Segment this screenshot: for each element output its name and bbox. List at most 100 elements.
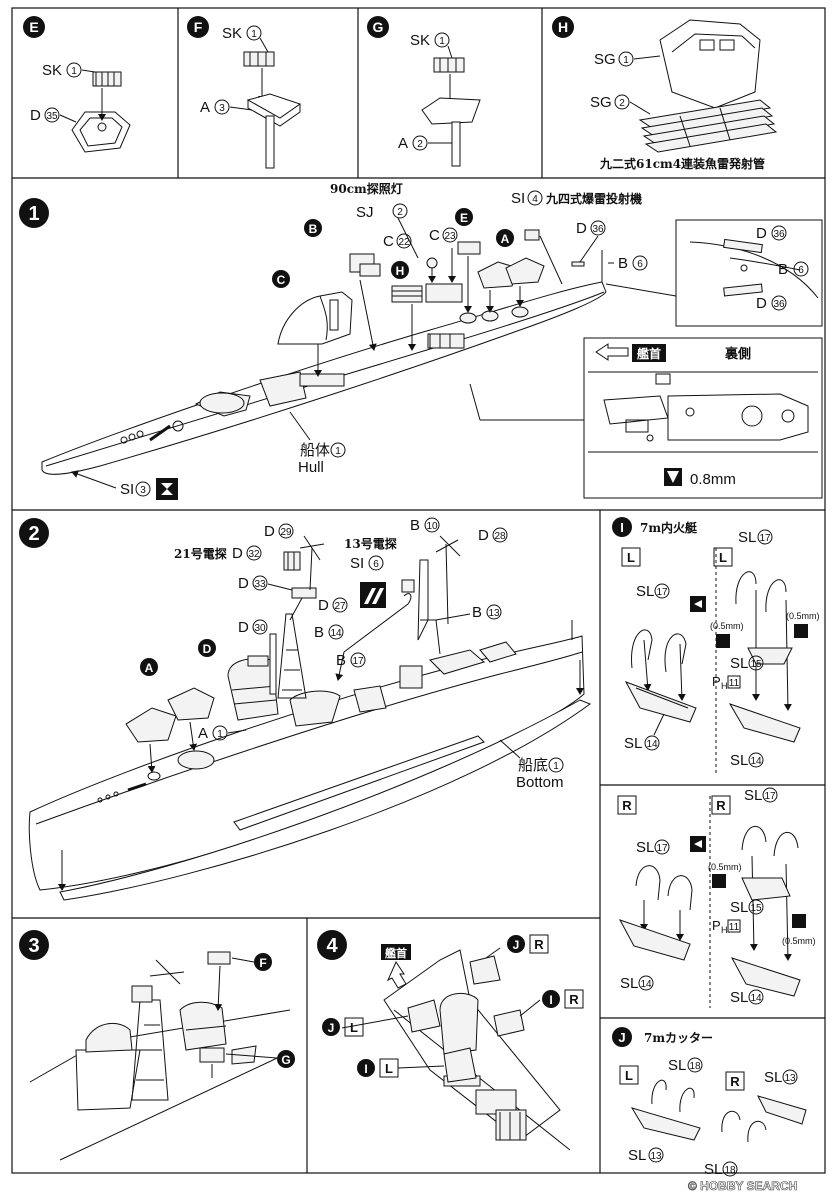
- part-label-d: D: [576, 220, 587, 237]
- boat-i-r: [493, 1009, 525, 1037]
- part-label-sl: SL: [636, 839, 654, 856]
- part-label-sl: SL: [636, 583, 654, 600]
- step-badge-1: [19, 198, 49, 228]
- boat-hull: [730, 957, 801, 997]
- detail-number-d-top: 36: [773, 229, 785, 240]
- callout-b: B: [309, 222, 318, 236]
- part-number-sl18: 18: [724, 1165, 736, 1176]
- part-number-sk: 1: [439, 36, 445, 47]
- part-number-c22: 22: [398, 237, 410, 248]
- callout-f: F: [259, 956, 266, 970]
- part-number-sl17: 17: [759, 533, 771, 544]
- part-label-d: D: [238, 619, 249, 636]
- step-number-3: 3: [28, 935, 39, 957]
- radar-21: [283, 551, 301, 571]
- boat-cover: [747, 647, 793, 665]
- drill-size: 0.8mm: [690, 471, 736, 488]
- tripod-mast: [131, 999, 169, 1101]
- platform-part: [421, 97, 481, 125]
- radar-13-icon: [360, 582, 386, 608]
- bow-label: 艦首: [637, 346, 661, 361]
- part-label-b: B: [314, 624, 324, 641]
- depth-charge-launcher: [524, 229, 540, 241]
- tag-l: L: [719, 550, 727, 565]
- step-badge-2: [19, 518, 49, 548]
- part-label-b: B: [410, 517, 420, 534]
- searchlight-label: 90cm探照灯: [330, 181, 403, 196]
- boat-j-title: 7mカッター: [644, 1031, 713, 1045]
- part-number-sg1: 1: [623, 55, 629, 66]
- part-number-b10: 10: [426, 521, 438, 532]
- watermark: © HOBBY SEARCH: [688, 1179, 797, 1193]
- sk-part: [243, 51, 275, 67]
- part-number-si4: 4: [532, 194, 538, 205]
- tripod-mast: [277, 613, 307, 699]
- part-label-sl: SL: [730, 989, 748, 1006]
- part-label-sl: SL: [730, 752, 748, 769]
- callout-i: I: [549, 993, 552, 1007]
- letter-e: E: [29, 19, 38, 35]
- part-number-d30: 30: [254, 623, 266, 634]
- part-number-sk: 1: [251, 29, 257, 40]
- callout-e: E: [460, 211, 468, 225]
- part-number-b14: 14: [330, 628, 342, 639]
- panel-h: H SG 1 SG 2 九二式61cm4連装魚雷発射管: [552, 16, 778, 171]
- boat-cover: [741, 877, 791, 901]
- callout-j: J: [513, 938, 520, 952]
- part-label-sl: SL: [628, 1147, 646, 1164]
- part-label-si: SI: [120, 481, 134, 498]
- panel-g: G SK 1 A 2: [367, 16, 481, 167]
- part-number-sl15: 15: [750, 903, 762, 914]
- torpedo-caption: 九二式61cm4連装魚雷発射管: [599, 156, 765, 171]
- hull-label-jp: 船体: [300, 442, 330, 459]
- ph-number: 11: [729, 678, 740, 689]
- hull-bottom: [59, 699, 592, 901]
- depth-charge-label: 九四式爆雷投射機: [545, 191, 642, 206]
- panel-e: E SK 1 D 35: [23, 16, 131, 153]
- tag-l: L: [350, 1020, 358, 1035]
- part-number-a1: 1: [217, 729, 223, 740]
- part-number-b6: 6: [637, 259, 643, 270]
- letter-f: F: [194, 19, 203, 35]
- letter-h: H: [558, 19, 568, 35]
- part-number-d28: 28: [494, 531, 506, 542]
- part-number-d29: 29: [280, 527, 292, 538]
- cutter-hull: [630, 1107, 701, 1141]
- boat-i-l: [443, 1047, 477, 1083]
- step-1: 1: [19, 181, 823, 500]
- tag-l: L: [625, 1068, 633, 1083]
- part-label-sl: SL: [730, 655, 748, 672]
- callout-a: A: [501, 232, 510, 246]
- callout-d: D: [203, 642, 212, 656]
- torpedo-tubes: [638, 99, 778, 153]
- sk-part: [92, 71, 122, 87]
- callout-j: J: [328, 1021, 335, 1035]
- part-number-sl18: 18: [689, 1061, 701, 1072]
- bottom-label-en: Bottom: [516, 774, 564, 791]
- callout-g: G: [281, 1053, 290, 1067]
- cutter-hull: [757, 1095, 807, 1125]
- part-label-sl: SL: [730, 899, 748, 916]
- part-label-b: B: [618, 255, 628, 272]
- part-number-d32: 32: [248, 549, 260, 560]
- funnel-part-c: [277, 291, 353, 345]
- davit-left: [631, 629, 653, 669]
- part-h-mount: [391, 285, 423, 303]
- detail-label-d: D: [756, 295, 767, 312]
- step-number-2: 2: [28, 523, 39, 545]
- hull-label-en: Hull: [298, 459, 324, 476]
- ph-sub: H: [721, 681, 728, 691]
- part-label-si: SI: [350, 555, 364, 572]
- bow-arrow-icon: [595, 343, 629, 361]
- boat-panel-j: J 7mカッター L SL 18 SL 13 R SL 13 SL 18: [612, 1027, 807, 1178]
- gap-label: (0.5mm): [782, 936, 816, 946]
- part-number-d: 35: [46, 111, 58, 122]
- letter-badge-e: [23, 16, 45, 38]
- ph-sub: H: [721, 925, 728, 935]
- tag-r: R: [730, 1074, 740, 1089]
- part-number-sl13: 13: [784, 1073, 796, 1084]
- part-label-a: A: [198, 725, 208, 742]
- part-number-a: 2: [417, 139, 423, 150]
- bow-label: 艦首: [385, 946, 407, 960]
